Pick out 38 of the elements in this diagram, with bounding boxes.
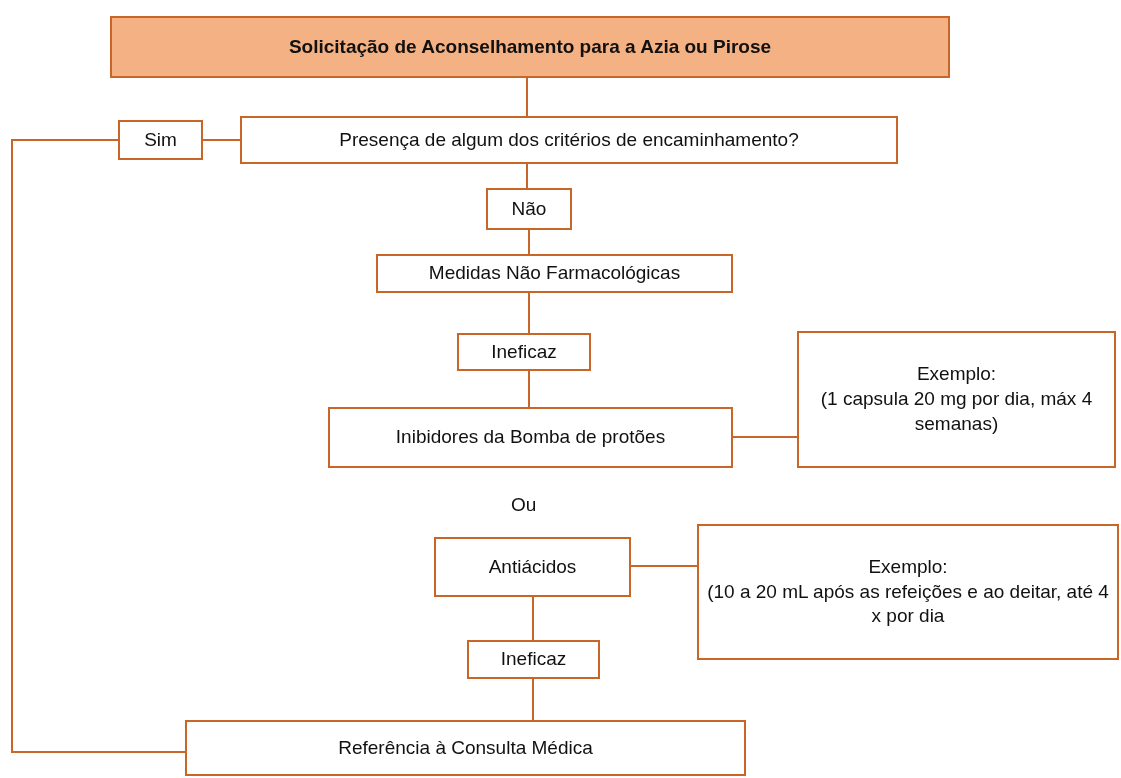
example-heading: Exemplo: (868, 554, 948, 579)
process-box (118, 120, 203, 160)
example-box (797, 331, 1116, 468)
connector-line (526, 77, 528, 117)
node-text: Ineficaz (500, 647, 567, 672)
node-text: (1 capsula 20 mg por dia, máx 4 semanas) (819, 387, 1094, 436)
node-text: Solicitação de Aconselhamento para a Azia ou Pirose (288, 34, 772, 59)
process-box (434, 537, 631, 597)
process-box (185, 720, 746, 776)
node-text: Inibidores da Bomba de protões (395, 425, 666, 450)
connector-line (732, 436, 798, 438)
connector-line (11, 139, 186, 753)
example-heading: Exemplo: (916, 362, 997, 387)
node-text: Antiácidos (488, 554, 577, 579)
connector-word: Ou (511, 494, 537, 516)
process-box (467, 640, 600, 679)
node-text: Referência à Consulta Médica (338, 735, 593, 760)
process-box (240, 116, 898, 164)
process-box (376, 254, 733, 293)
example-box (697, 524, 1119, 660)
connector-line (528, 292, 530, 334)
connector-line (202, 139, 241, 141)
node-text: (10 a 20 mL após as refeições e ao deitar, até 4 x por dia (706, 579, 1110, 629)
process-box (457, 333, 591, 371)
process-box (486, 188, 572, 230)
connector-line (528, 370, 530, 408)
process-box (328, 407, 733, 468)
node-text: Ineficaz (491, 339, 557, 364)
connector-line (526, 163, 528, 189)
connector-line (528, 229, 530, 255)
node-text: Não (511, 196, 547, 221)
node-text: Sim (144, 127, 177, 152)
connector-line (532, 596, 534, 641)
connector-line (630, 565, 698, 567)
node-text: Medidas Não Farmacológicas (428, 261, 681, 286)
connector-line (532, 678, 534, 721)
node-text: Presença de algum dos critérios de encaminhamento? (339, 127, 799, 152)
title-box (110, 16, 950, 78)
